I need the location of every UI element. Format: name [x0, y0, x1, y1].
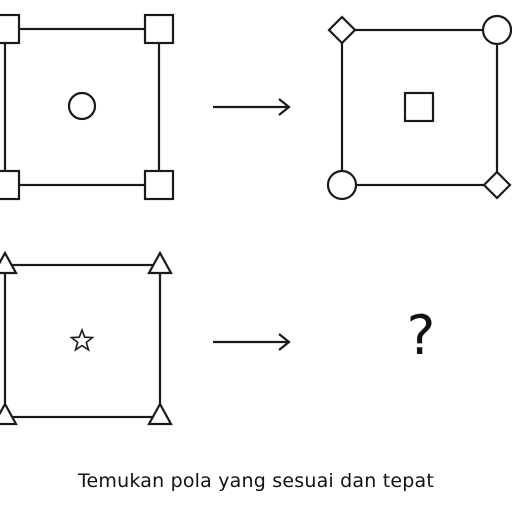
corner-triangle-top-right [147, 250, 173, 275]
center-square [403, 91, 435, 123]
corner-square-top-right [143, 13, 175, 45]
corner-triangle-bottom-left [0, 401, 18, 426]
corner-square-bottom-right [143, 169, 175, 201]
corner-circle-bottom-left [326, 169, 358, 201]
corner-circle-top-right [481, 14, 512, 46]
example-after-figure [326, 14, 512, 201]
question-before-frame [3, 263, 162, 419]
corner-square-top-left [0, 13, 21, 45]
question-mark: ? [406, 304, 436, 367]
puzzle-caption: Temukan pola yang sesuai dan tepat [77, 470, 435, 492]
example-arrow [213, 98, 291, 116]
corner-square-bottom-left [0, 169, 21, 201]
corner-triangle-bottom-right [147, 401, 173, 426]
corner-diamond-top-left [327, 15, 357, 45]
example-before-figure [0, 13, 175, 201]
center-circle [67, 91, 97, 121]
question-arrow [213, 333, 291, 351]
corner-triangle-top-left [0, 250, 18, 275]
corner-diamond-bottom-right [482, 170, 512, 200]
example-after-frame [340, 28, 499, 187]
question-before-figure [0, 250, 173, 426]
center-star [69, 327, 95, 352]
example-before-frame [3, 27, 161, 187]
